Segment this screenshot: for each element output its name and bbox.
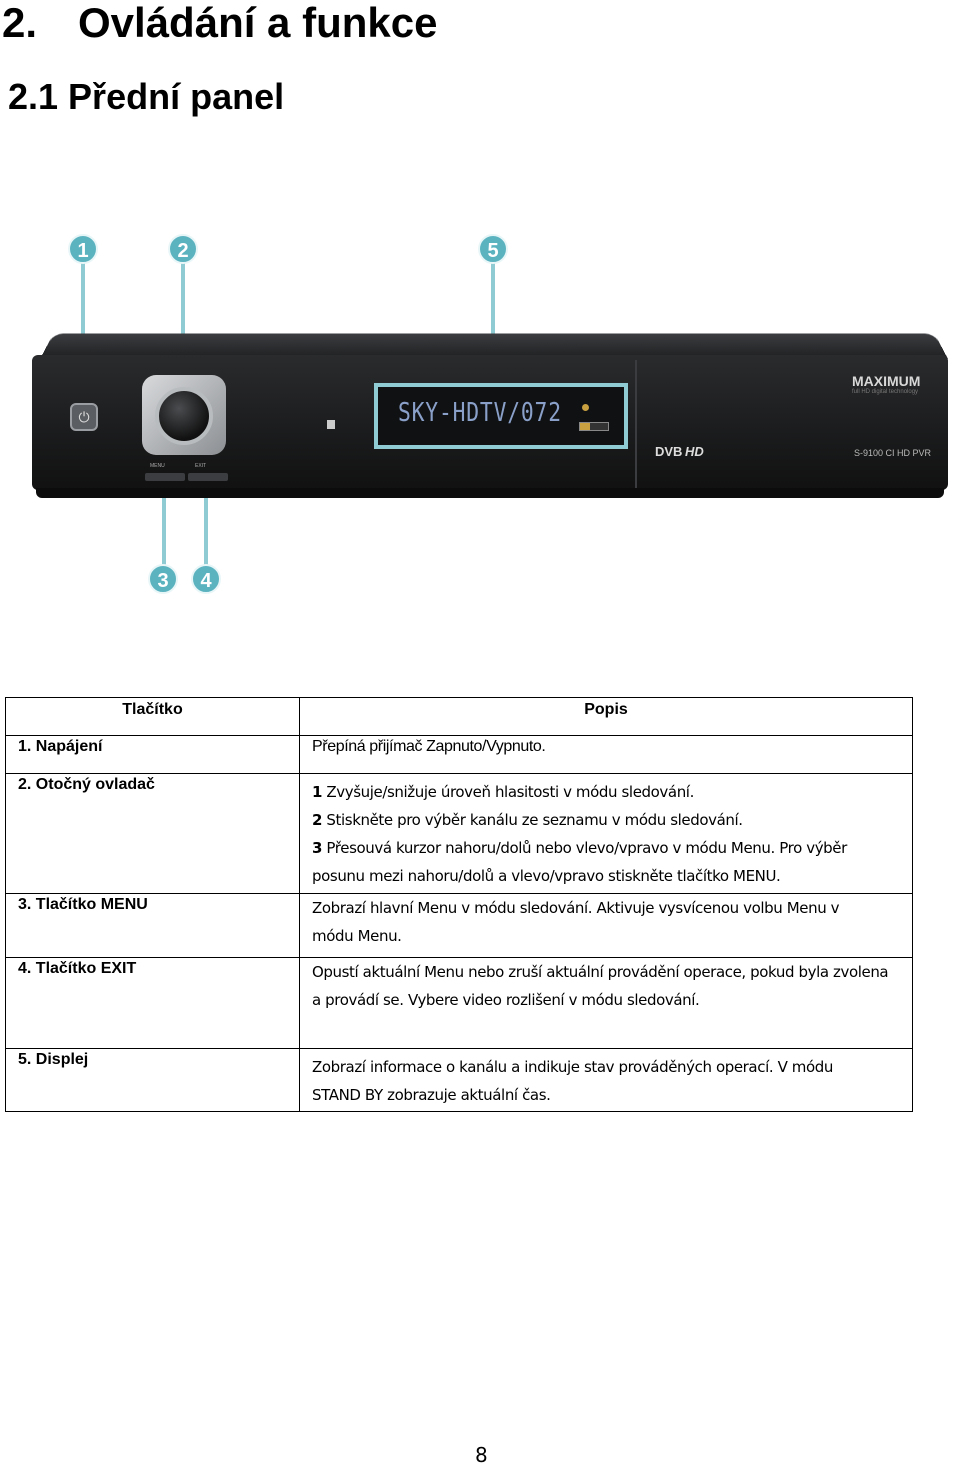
row-key: 2. Otočný ovladač	[5, 773, 300, 894]
table-row: 1. Napájení Přepíná přijímač Zapnuto/Vyp…	[5, 735, 913, 774]
row-description: Zobrazí hlavní Menu v módu sledování. Ak…	[299, 893, 913, 958]
table-row: 2. Otočný ovladač 1 Zvyšuje/snižuje úrov…	[5, 773, 913, 894]
row-key: 5. Displej	[5, 1048, 300, 1112]
row-description: 1 Zvyšuje/snižuje úroveň hlasitosti v mó…	[299, 773, 913, 894]
table-row: 4. Tlačítko EXIT Opustí aktuální Menu ne…	[5, 957, 913, 1049]
panel-divider	[635, 360, 637, 488]
table-row: 3. Tlačítko MENU Zobrazí hlavní Menu v m…	[5, 893, 913, 958]
display-indicator-bar	[579, 422, 609, 431]
brand-logo: MAXIMUM	[852, 373, 921, 389]
front-button-labels: MENU EXIT	[150, 463, 230, 469]
callout-1: 1	[68, 234, 98, 264]
callout-2: 2	[168, 234, 198, 264]
header-button: Tlačítko	[5, 697, 300, 736]
chapter-title: Ovládání a funkce	[78, 0, 438, 46]
dvb-logo: DVB	[655, 444, 683, 459]
power-icon: ⏻	[70, 403, 98, 431]
callout-4: 4	[191, 564, 221, 594]
model-label: S-9100 CI HD PVR	[854, 448, 932, 458]
display-indicator-dot	[582, 404, 589, 411]
display-readout: SKY-HDTV/072	[398, 398, 562, 428]
menu-button	[145, 473, 185, 481]
rotary-knob	[155, 387, 213, 445]
menu-label: MENU	[150, 463, 165, 469]
callout-5: 5	[478, 234, 508, 264]
row-key: 3. Tlačítko MENU	[5, 893, 300, 958]
standby-led	[327, 420, 335, 429]
display-highlight	[374, 383, 628, 449]
row-description: Opustí aktuální Menu nebo zruší aktuální…	[299, 957, 913, 1049]
section-heading: 2.1 Přední panel	[8, 76, 285, 117]
table-header-row: Tlačítko Popis	[5, 697, 913, 736]
callout-line-2	[181, 262, 185, 380]
brand-tagline: full HD digital technology	[852, 389, 919, 395]
page-number: 8	[475, 1443, 488, 1467]
callout-line-3	[162, 480, 166, 566]
controls-table: Tlačítko Popis 1. Napájení Přepíná přijí…	[5, 697, 913, 1112]
hd-logo: HD	[685, 444, 704, 459]
chapter-number: 2.	[2, 0, 38, 46]
callout-line-5	[491, 262, 495, 386]
receiver-base	[36, 488, 944, 498]
row-description: Přepíná přijímač Zapnuto/Vypnuto.	[299, 735, 913, 774]
chapter-heading: 2. Ovládání a funkce	[2, 0, 437, 46]
exit-button	[188, 473, 228, 481]
row-key: 4. Tlačítko EXIT	[5, 957, 300, 1049]
header-description: Popis	[299, 697, 913, 736]
row-description: Zobrazí informace o kanálu a indikuje st…	[299, 1048, 913, 1112]
callout-line-4	[204, 480, 208, 566]
exit-label: EXIT	[195, 463, 207, 469]
callout-3: 3	[148, 564, 178, 594]
row-key: 1. Napájení	[5, 735, 300, 774]
table-row: 5. Displej Zobrazí informace o kanálu a …	[5, 1048, 913, 1112]
